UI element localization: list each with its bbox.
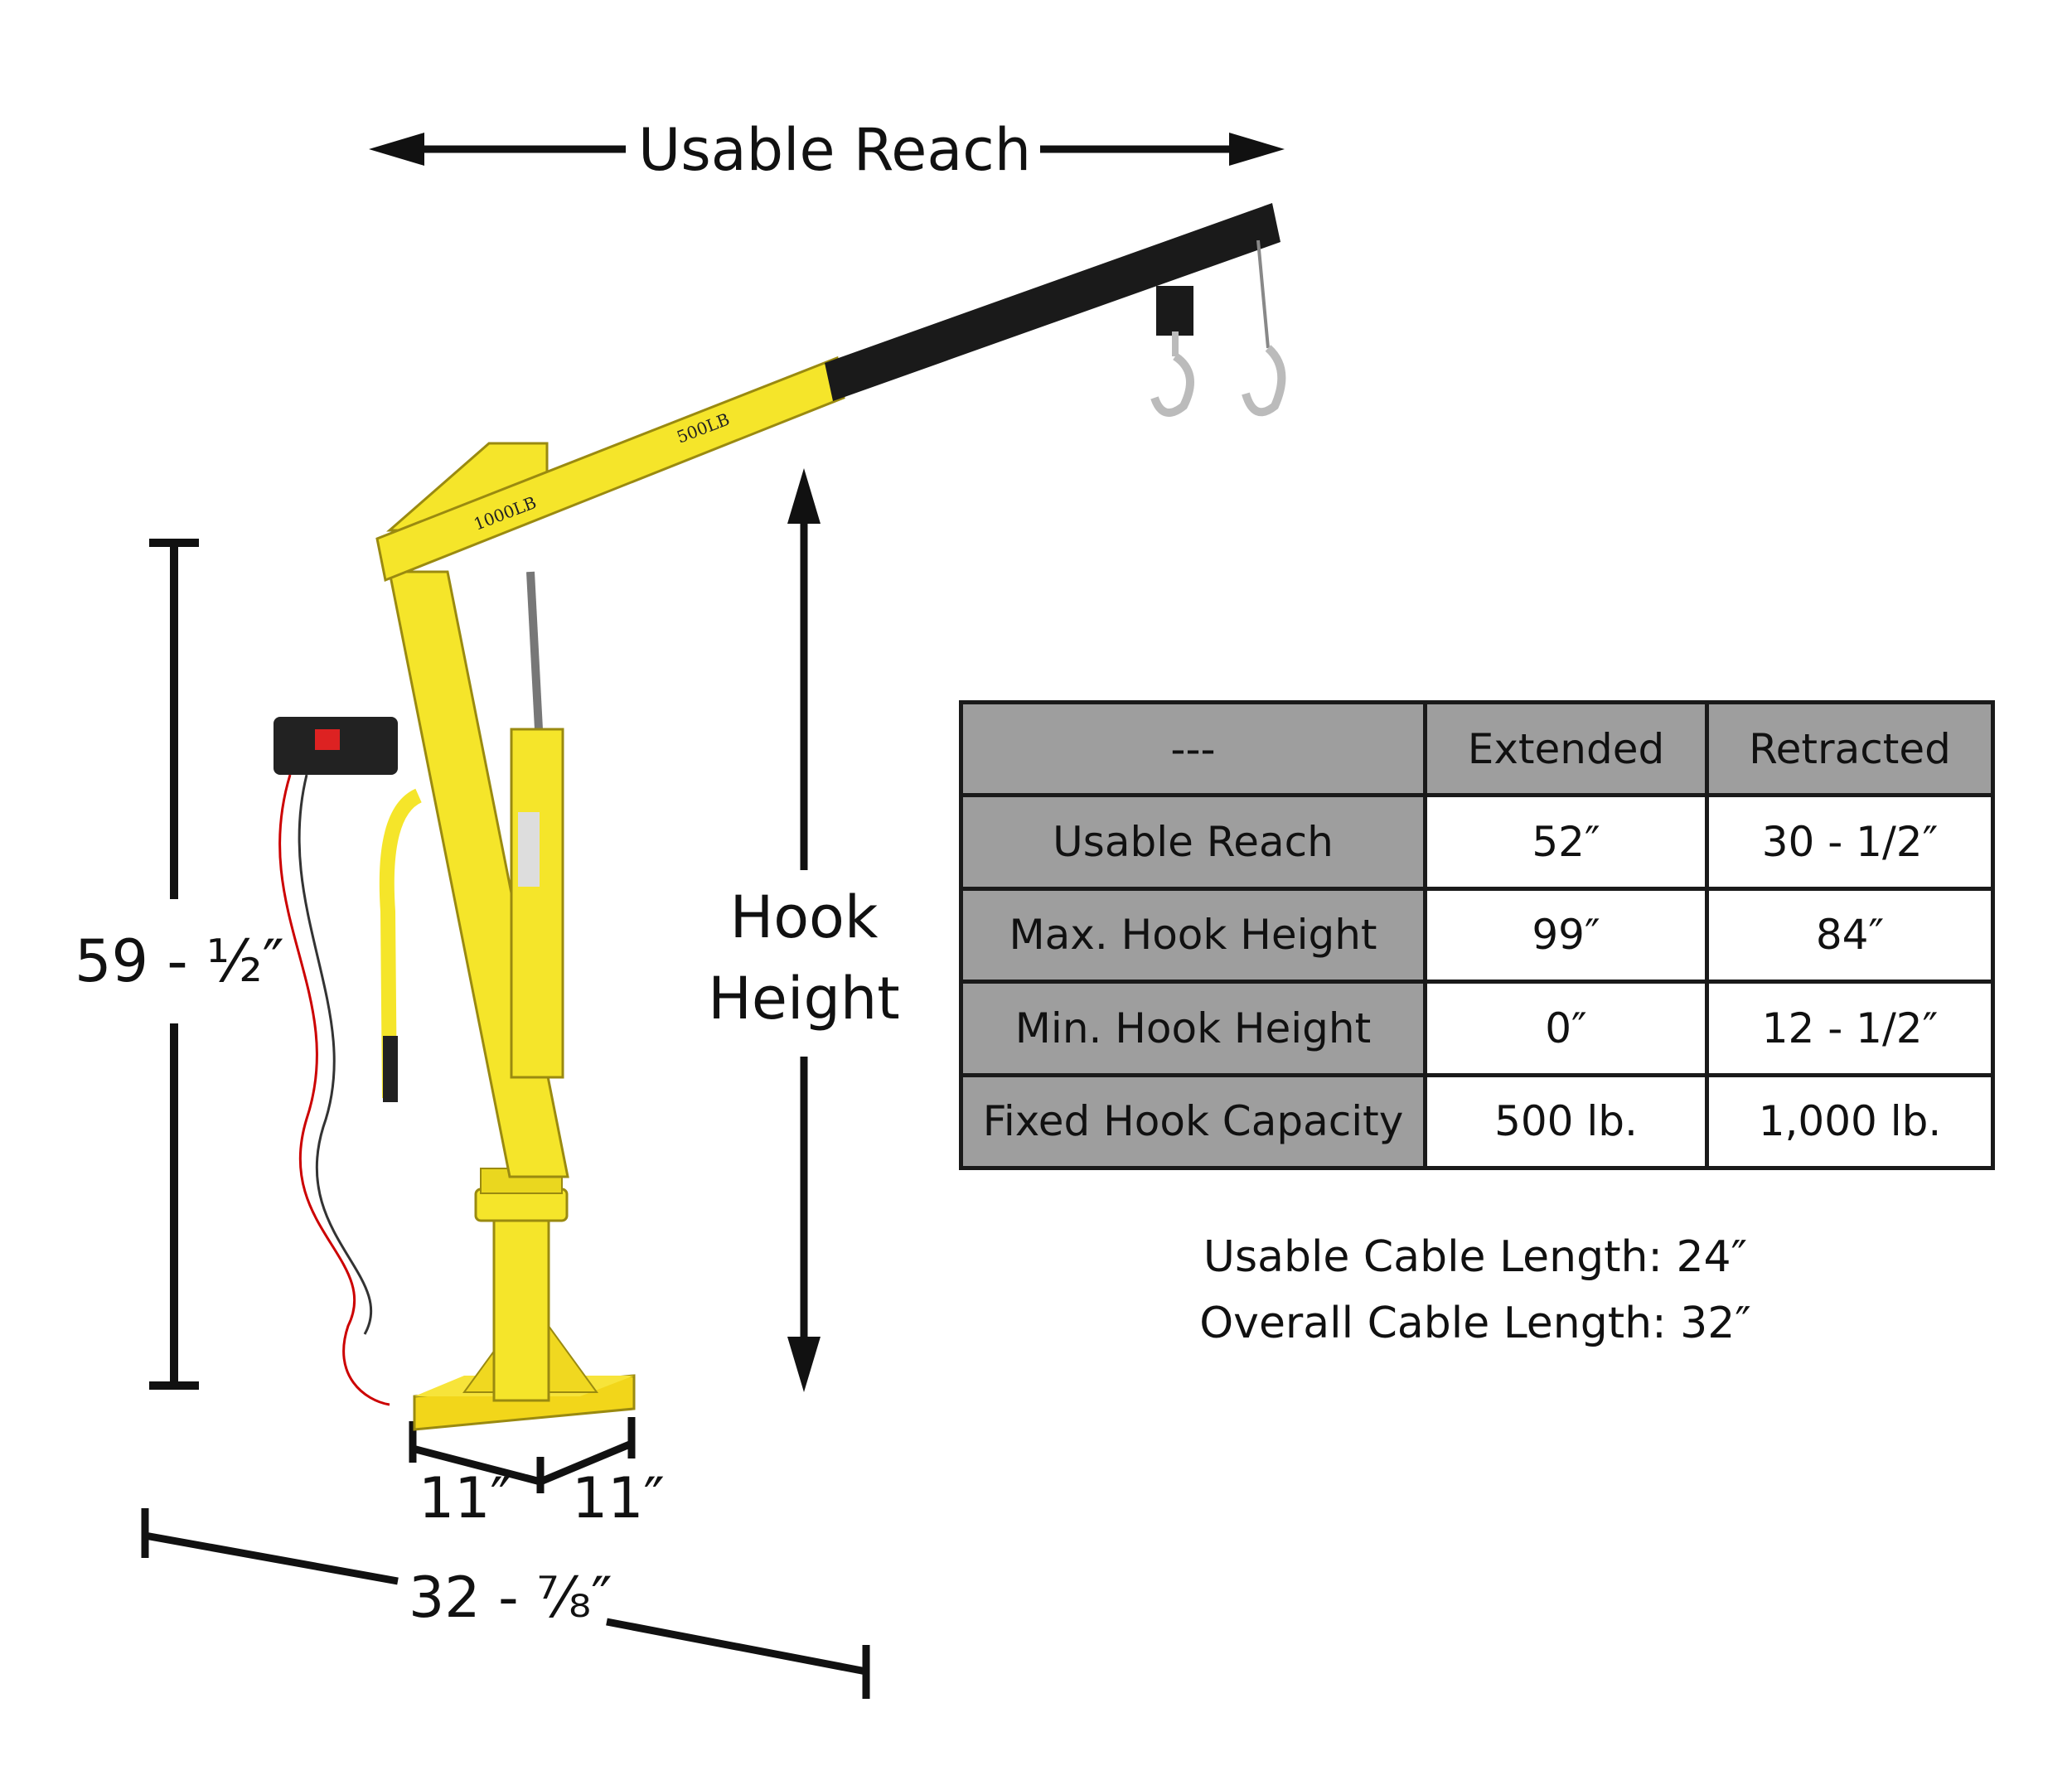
boom	[375, 356, 845, 583]
overall-height-dimension	[149, 539, 199, 1390]
cell-extended: 99″	[1423, 886, 1709, 984]
overall-height-label: 59 - ½″	[75, 927, 284, 995]
cell-retracted: 1,000 lb.	[1705, 1072, 1995, 1171]
table-row: Max. Hook Height 99″ 84″	[959, 886, 1995, 984]
row-label: Min. Hook Height	[959, 980, 1427, 1077]
spec-table-header: ---	[959, 699, 1427, 798]
cell-extended: 52″	[1423, 793, 1709, 891]
hook-cable	[1242, 239, 1286, 417]
row-label: Fixed Hook Capacity	[959, 1072, 1427, 1171]
hook-height-arrow	[787, 468, 821, 1392]
base-width-right-label: 11″	[572, 1466, 665, 1531]
cell-extended: 500 lb.	[1423, 1072, 1709, 1171]
base-diagonal-label: 32 - ⅞″	[409, 1565, 612, 1631]
spec-table-header: Extended	[1423, 699, 1709, 798]
table-row: Min. Hook Height 0″ 12 - 1/2″	[959, 980, 1995, 1077]
table-row: Usable Reach 52″ 30 - 1/2″	[959, 793, 1995, 891]
base-width-left-label: 11″	[419, 1466, 511, 1531]
base-width-dimension	[409, 1417, 636, 1493]
hook-fixed	[1150, 331, 1194, 417]
cell-retracted: 12 - 1/2″	[1705, 980, 1995, 1077]
usable-reach-label: Usable Reach	[638, 116, 1032, 184]
cell-extended: 0″	[1423, 980, 1709, 1077]
boom-extension	[825, 203, 1280, 401]
spec-table: --- Extended Retracted Usable Reach 52″ …	[959, 699, 1995, 1171]
row-label: Max. Hook Height	[959, 886, 1427, 984]
hook-height-label-line1: Hook	[729, 883, 879, 951]
cell-retracted: 84″	[1705, 886, 1995, 984]
usable-cable-length-note: Usable Cable Length: 24″	[1203, 1232, 1748, 1282]
mast-post	[492, 1200, 550, 1402]
usable-reach-arrow	[369, 133, 1285, 166]
cell-retracted: 30 - 1/2″	[1705, 793, 1995, 891]
pump-handle	[379, 788, 423, 1099]
spec-table-header-row: --- Extended Retracted	[959, 699, 1995, 798]
crane: 500LB 1000LB	[274, 203, 1286, 1431]
base-diagonal-dimension	[141, 1508, 870, 1699]
spec-table-header: Retracted	[1705, 699, 1995, 798]
row-label: Usable Reach	[959, 793, 1427, 891]
winch-wires	[278, 774, 390, 1406]
hook-height-label-line2: Height	[708, 965, 900, 1033]
overall-cable-length-note: Overall Cable Length: 32″	[1199, 1299, 1751, 1348]
hydraulic-jack	[510, 728, 564, 1079]
table-row: Fixed Hook Capacity 500 lb. 1,000 lb.	[959, 1072, 1995, 1171]
